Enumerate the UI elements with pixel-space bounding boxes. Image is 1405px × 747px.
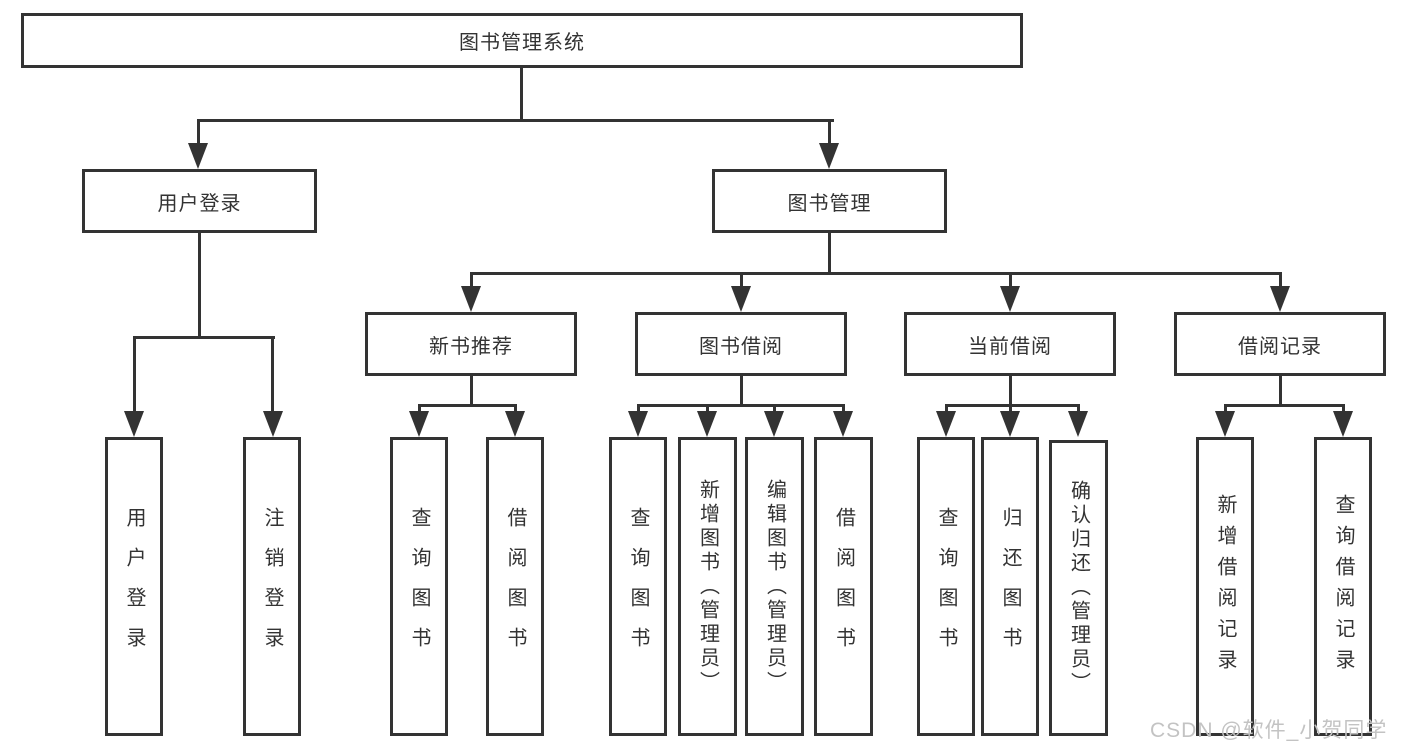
leaf-borrow-borrow-books-label: 借阅图书 — [832, 506, 855, 667]
leaf-cur-confirm-return-label: 确认归还（管理员） — [1067, 480, 1090, 696]
connector-records-down — [1279, 374, 1282, 406]
leaf-logout: 注销登录 — [243, 437, 301, 736]
leaf-borrow-edit-books: 编辑图书（管理员） — [745, 437, 804, 736]
leaf-logout-label: 注销登录 — [261, 506, 283, 667]
leaf-rec-borrow-books: 借阅图书 — [486, 437, 544, 736]
connector-borrow-borrow-stem — [842, 404, 845, 414]
leaf-borrow-borrow-books: 借阅图书 — [814, 437, 873, 736]
connector-root-stem — [520, 66, 523, 121]
arrowhead-cur-return — [1000, 411, 1020, 437]
connector-book-borrow-stem — [740, 272, 743, 286]
arrowhead-rec-borrow — [505, 411, 525, 437]
leaf-user-login-label: 用户登录 — [123, 506, 145, 667]
arrowhead-records-query — [1333, 411, 1353, 437]
connector-user-login-down — [198, 231, 201, 338]
arrowhead-borrow-add — [697, 411, 717, 437]
arrowhead-borrow-borrow — [833, 411, 853, 437]
connector-leaf-login-stem — [133, 336, 136, 413]
connector-borrow-down — [740, 374, 743, 406]
arrowhead-rec-query — [409, 411, 429, 437]
arrowhead-book-borrow — [731, 286, 751, 312]
connector-root-split — [197, 119, 834, 122]
leaf-cur-return-books: 归还图书 — [981, 437, 1039, 736]
node-current-borrow-label: 当前借阅 — [968, 335, 1052, 358]
leaf-borrow-add-books-label: 新增图书（管理员） — [696, 478, 719, 695]
leaf-cur-query-books-label: 查询图书 — [935, 506, 957, 667]
node-book-borrow-label: 图书借阅 — [699, 335, 783, 358]
connector-user-login-stem — [197, 119, 200, 146]
connector-user-login-split — [133, 336, 275, 339]
leaf-rec-query-books-label: 查询图书 — [408, 506, 430, 667]
arrowhead-user-login — [188, 143, 208, 169]
leaf-borrow-query-books-label: 查询图书 — [627, 506, 649, 667]
arrowhead-leaf-login — [124, 411, 144, 437]
leaf-rec-borrow-books-label: 借阅图书 — [504, 506, 526, 667]
connector-borrow-edit-stem — [773, 404, 776, 414]
leaf-records-add-record-label: 新增借阅记录 — [1214, 493, 1236, 680]
node-root: 图书管理系统 — [21, 13, 1023, 68]
leaf-cur-query-books: 查询图书 — [917, 437, 975, 736]
connector-cur-confirm-stem — [1077, 404, 1080, 414]
connector-borrow-records-stem — [1279, 272, 1282, 286]
leaf-borrow-query-books: 查询图书 — [609, 437, 667, 736]
node-user-login: 用户登录 — [82, 169, 317, 233]
connector-rec-query-stem — [418, 404, 421, 414]
connector-current-split — [945, 404, 1079, 407]
arrowhead-leaf-logout — [263, 411, 283, 437]
connector-cur-query-stem — [945, 404, 948, 414]
node-user-login-label: 用户登录 — [157, 192, 242, 215]
connector-book-management-stem — [828, 119, 831, 146]
connector-current-borrow-stem — [1009, 272, 1012, 286]
node-book-borrow: 图书借阅 — [635, 312, 847, 376]
node-new-book-recommend-label: 新书推荐 — [429, 335, 513, 358]
arrowhead-borrow-edit — [764, 411, 784, 437]
arrowhead-borrow-records — [1270, 286, 1290, 312]
connector-new-book-recommend-stem — [470, 272, 473, 286]
arrowhead-borrow-query — [628, 411, 648, 437]
arrowhead-current-borrow — [1000, 286, 1020, 312]
connector-book-management-down — [828, 231, 831, 274]
leaf-records-query-record: 查询借阅记录 — [1314, 437, 1372, 736]
leaf-rec-query-books: 查询图书 — [390, 437, 448, 736]
connector-rec-borrow-stem — [514, 404, 517, 414]
connector-borrow-add-stem — [706, 404, 709, 414]
csdn-watermark: CSDN @软件_小贺同学 — [1150, 719, 1388, 742]
arrowhead-cur-query — [936, 411, 956, 437]
node-new-book-recommend: 新书推荐 — [365, 312, 577, 376]
arrowhead-cur-confirm — [1068, 411, 1088, 437]
connector-borrow-query-stem — [637, 404, 640, 414]
connector-recommend-down — [470, 374, 473, 406]
connector-recommend-split — [418, 404, 516, 407]
leaf-cur-confirm-return: 确认归还（管理员） — [1049, 440, 1108, 736]
connector-borrow-split — [637, 404, 845, 407]
leaf-records-query-record-label: 查询借阅记录 — [1332, 493, 1354, 680]
connector-level3-split — [470, 272, 1282, 275]
node-root-label: 图书管理系统 — [459, 32, 585, 54]
node-borrow-records: 借阅记录 — [1174, 312, 1386, 376]
leaf-cur-return-books-label: 归还图书 — [999, 506, 1021, 667]
leaf-borrow-edit-books-label: 编辑图书（管理员） — [763, 478, 786, 695]
connector-records-add-stem — [1224, 404, 1227, 414]
connector-records-query-stem — [1342, 404, 1345, 414]
node-current-borrow: 当前借阅 — [904, 312, 1116, 376]
node-borrow-records-label: 借阅记录 — [1238, 335, 1322, 358]
leaf-user-login: 用户登录 — [105, 437, 163, 736]
connector-records-split — [1224, 404, 1344, 407]
leaf-records-add-record: 新增借阅记录 — [1196, 437, 1254, 736]
leaf-borrow-add-books: 新增图书（管理员） — [678, 437, 737, 736]
connector-current-down — [1009, 374, 1012, 406]
arrowhead-records-add — [1215, 411, 1235, 437]
node-book-management: 图书管理 — [712, 169, 947, 233]
connector-cur-return-stem — [1009, 404, 1012, 414]
connector-leaf-logout-stem — [271, 336, 274, 413]
node-book-management-label: 图书管理 — [787, 192, 872, 215]
arrowhead-new-book-recommend — [461, 286, 481, 312]
arrowhead-book-management — [819, 143, 839, 169]
